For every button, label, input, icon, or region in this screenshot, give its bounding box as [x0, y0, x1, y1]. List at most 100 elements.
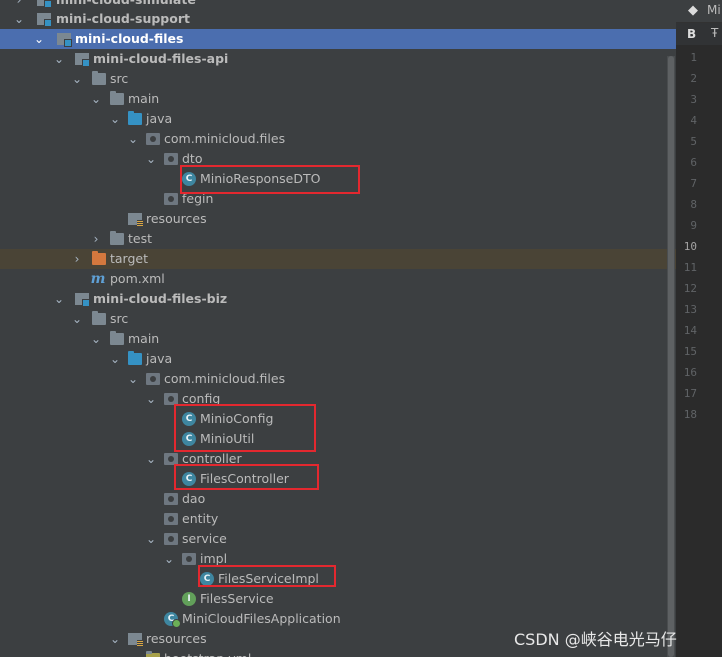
markdown-file-icon: ◆	[688, 3, 698, 18]
bold-button[interactable]: B	[687, 27, 697, 41]
tree-row-impl[interactable]: ⌄ impl	[0, 549, 676, 569]
tree-label: fegin	[182, 191, 214, 206]
tree-row-service[interactable]: ⌄ service	[0, 529, 676, 549]
source-folder-icon	[128, 351, 142, 365]
chevron-down-icon[interactable]: ⌄	[127, 132, 139, 146]
package-icon	[164, 513, 178, 525]
package-icon	[146, 373, 160, 385]
chevron-right-icon[interactable]: ›	[16, 0, 22, 7]
tree-row-java[interactable]: ⌄ java	[0, 349, 676, 369]
chevron-down-icon[interactable]: ⌄	[109, 632, 121, 646]
chevron-down-icon[interactable]: ⌄	[71, 312, 83, 326]
chevron-right-icon[interactable]: ›	[93, 232, 99, 246]
module-icon	[37, 13, 52, 27]
chevron-right-icon[interactable]: ›	[74, 252, 80, 266]
tree-label: src	[110, 71, 129, 86]
tree-row-files-service-impl[interactable]: C FilesServiceImpl	[0, 569, 676, 589]
class-icon: C	[182, 432, 196, 446]
tree-row-package[interactable]: ⌄ com.minicloud.files	[0, 129, 676, 149]
watermark: CSDN @峡谷电光马仔	[514, 630, 677, 649]
chevron-down-icon[interactable]: ⌄	[109, 112, 121, 126]
tree-row-src[interactable]: ⌄ src	[0, 69, 676, 89]
tree-row-minio-util[interactable]: C MinioUtil	[0, 429, 676, 449]
chevron-down-icon[interactable]: ⌄	[145, 452, 157, 466]
tree-label: config	[182, 391, 221, 406]
tree-row-controller[interactable]: ⌄ controller	[0, 449, 676, 469]
tree-row-target[interactable]: › target	[0, 249, 676, 269]
chevron-down-icon[interactable]: ⌄	[145, 152, 157, 166]
chevron-down-icon[interactable]: ⌄	[90, 332, 102, 346]
tree-row-main[interactable]: ⌄ main	[0, 89, 676, 109]
project-tree-panel: › mini-cloud-simulate ⌄ mini-cloud-suppo…	[0, 0, 676, 657]
maven-icon: m	[90, 271, 106, 287]
tree-row-mini-cloud-files-api[interactable]: ⌄ mini-cloud-files-api	[0, 49, 676, 69]
tree-row-resources[interactable]: resources	[0, 209, 676, 229]
chevron-down-icon[interactable]: ⌄	[53, 52, 65, 66]
tree-label: dto	[182, 151, 203, 166]
tab-label: Mi	[707, 3, 721, 17]
tree-row-mini-cloud-simulate[interactable]: › mini-cloud-simulate	[0, 0, 676, 10]
tree-row-config[interactable]: ⌄ config	[0, 389, 676, 409]
chevron-down-icon[interactable]: ⌄	[90, 92, 102, 106]
module-icon	[75, 293, 90, 307]
tree-row-dto[interactable]: ⌄ dto	[0, 149, 676, 169]
chevron-down-icon[interactable]: ⌄	[127, 372, 139, 386]
line-number: 2	[690, 72, 697, 85]
tree-row-files-controller[interactable]: C FilesController	[0, 469, 676, 489]
editor-tab[interactable]: ◆ Mi	[676, 0, 722, 23]
chevron-down-icon[interactable]: ⌄	[33, 32, 45, 46]
tree-label: MinioConfig	[200, 411, 274, 426]
tree-label: service	[182, 531, 227, 546]
tree-row-src[interactable]: ⌄ src	[0, 309, 676, 329]
tree-row-mini-cloud-files[interactable]: ⌄ mini-cloud-files	[0, 29, 676, 49]
chevron-down-icon[interactable]: ⌄	[145, 532, 157, 546]
tree-label: MinioResponseDTO	[200, 171, 321, 186]
tree-row-mini-cloud-files-biz[interactable]: ⌄ mini-cloud-files-biz	[0, 289, 676, 309]
chevron-down-icon[interactable]: ⌄	[71, 72, 83, 86]
package-icon	[164, 493, 178, 505]
interface-icon: I	[182, 592, 196, 606]
package-icon	[164, 453, 178, 465]
chevron-down-icon[interactable]: ⌄	[145, 392, 157, 406]
annotation-box	[174, 404, 316, 452]
tree-row-dao[interactable]: dao	[0, 489, 676, 509]
scrollbar-thumb[interactable]	[668, 56, 674, 657]
vertical-scrollbar[interactable]	[667, 56, 675, 657]
module-icon	[57, 33, 72, 47]
line-number: 10	[683, 240, 697, 253]
chevron-down-icon[interactable]: ⌄	[109, 352, 121, 366]
tree-label: impl	[200, 551, 228, 566]
package-icon	[146, 133, 160, 145]
tree-row-test[interactable]: › test	[0, 229, 676, 249]
tree-row-bootstrap-yml[interactable]: bootstrap.yml	[0, 649, 676, 657]
chevron-down-icon[interactable]: ⌄	[53, 292, 65, 306]
annotation-box	[180, 165, 360, 194]
chevron-down-icon[interactable]: ⌄	[163, 552, 175, 566]
yaml-file-icon	[146, 651, 160, 657]
tree-row-package[interactable]: ⌄ com.minicloud.files	[0, 369, 676, 389]
tree-row-entity[interactable]: entity	[0, 509, 676, 529]
line-number: 15	[683, 345, 697, 358]
line-number: 11	[683, 261, 697, 274]
tree-row-resources[interactable]: ⌄ resources	[0, 629, 676, 649]
tree-label: mini-cloud-files	[75, 31, 184, 46]
line-number: 12	[683, 282, 697, 295]
tree-row-mini-cloud-files-application[interactable]: C MiniCloudFilesApplication	[0, 609, 676, 629]
tree-row-main[interactable]: ⌄ main	[0, 329, 676, 349]
chevron-down-icon[interactable]: ⌄	[13, 12, 25, 26]
tree-row-files-service[interactable]: I FilesService	[0, 589, 676, 609]
tree-row-fegin[interactable]: fegin	[0, 189, 676, 209]
strikethrough-button[interactable]: Ŧ	[711, 26, 719, 40]
tree-label: mini-cloud-support	[56, 11, 190, 26]
tree-label: entity	[182, 511, 219, 526]
tree-row-mini-cloud-support[interactable]: ⌄ mini-cloud-support	[0, 9, 676, 29]
tree-row-pom-xml[interactable]: m pom.xml	[0, 269, 676, 289]
tree-row-java[interactable]: ⌄ java	[0, 109, 676, 129]
tree-row-minio-config[interactable]: C MinioConfig	[0, 409, 676, 429]
class-icon: C	[182, 412, 196, 426]
module-icon	[37, 0, 52, 8]
tree-row-minio-response-dto[interactable]: C MinioResponseDTO	[0, 169, 676, 189]
line-number: 3	[690, 93, 697, 106]
folder-icon	[110, 91, 124, 105]
